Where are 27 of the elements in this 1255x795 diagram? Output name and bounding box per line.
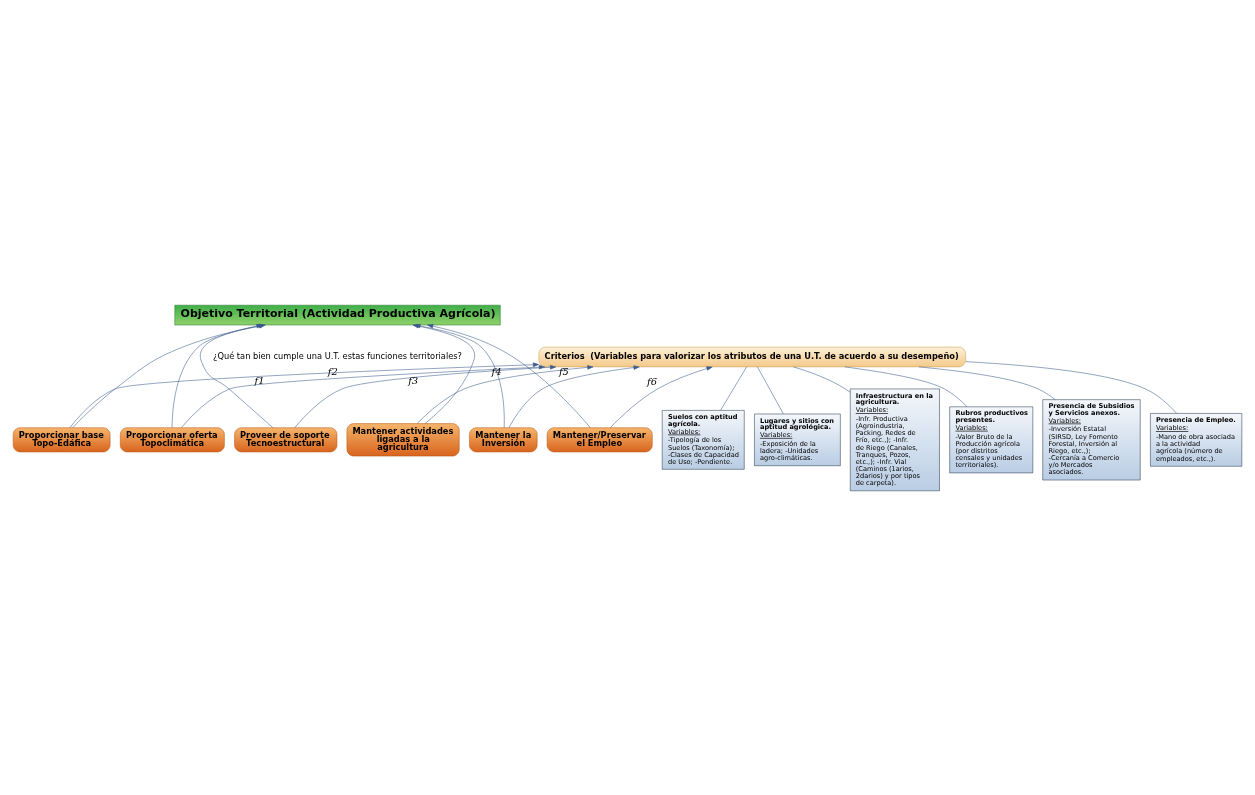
edge-label: f1 bbox=[254, 373, 265, 385]
node-box: Mantener actividades ligadas a la agricultura bbox=[346, 422, 460, 456]
connector bbox=[844, 366, 968, 407]
node-box: Proveer de soporte Tecnoestructural bbox=[234, 426, 338, 452]
edge-label: f4 bbox=[491, 365, 502, 377]
connector bbox=[720, 366, 747, 411]
edge-label: f5 bbox=[558, 365, 569, 377]
arrow bbox=[181, 364, 545, 428]
arrow bbox=[427, 323, 591, 428]
arrow bbox=[416, 364, 594, 424]
edge-label: f3 bbox=[408, 374, 419, 386]
node-box: Proporcionar oferta Topoclimática bbox=[120, 426, 225, 452]
node-box: Proporcionar base Topo-Edáfica bbox=[12, 426, 111, 452]
arrow bbox=[69, 362, 539, 428]
node-box: Objetivo Territorial (Actividad Productiva Agrícola) bbox=[174, 304, 501, 325]
node-box: Mantener la Inversión bbox=[469, 426, 538, 452]
connector bbox=[965, 360, 1177, 414]
edge-label: f2 bbox=[327, 365, 338, 377]
connector bbox=[918, 366, 1056, 400]
arrow bbox=[294, 364, 557, 428]
label: ¿Qué tan bien cumple una U.T. estas funciones territoriales? bbox=[213, 350, 462, 361]
arrow bbox=[508, 364, 640, 428]
connector bbox=[757, 366, 784, 414]
arrow bbox=[610, 365, 713, 428]
edge-label: f6 bbox=[647, 375, 658, 387]
node-box: Mantener/Preservar el Empleo bbox=[546, 426, 653, 452]
connector bbox=[793, 366, 851, 392]
